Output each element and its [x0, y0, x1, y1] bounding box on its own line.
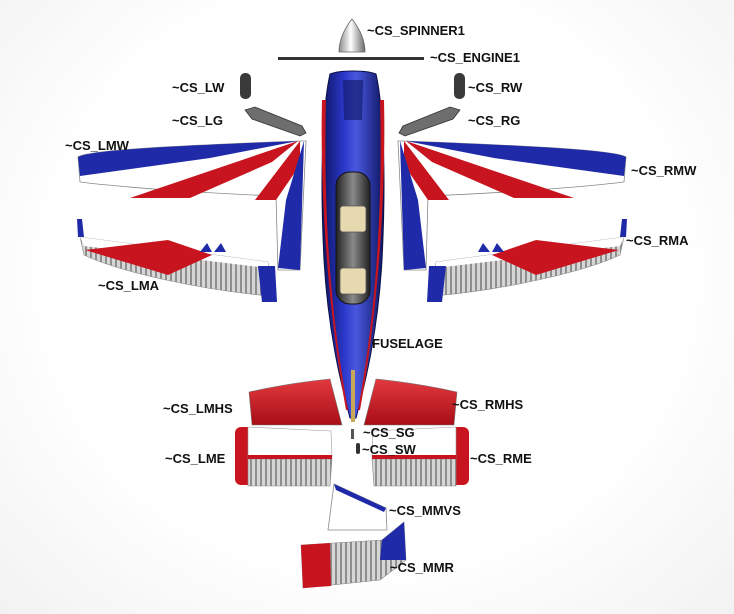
engine-label: ~CS_ENGINE1: [430, 50, 520, 65]
left-elevator-part: [235, 426, 333, 487]
left-horizontal-stabilizer-part: [248, 378, 343, 426]
right-main-wing-part: [397, 140, 627, 271]
right-wheel-label: ~CS_RW: [468, 80, 523, 95]
right-horizontal-stabilizer-part: [363, 378, 458, 426]
left-aileron-part: [77, 219, 277, 302]
right-aileron-label: ~CS_RMA: [626, 233, 689, 248]
rudder-part: [300, 521, 407, 589]
right-main-wing-label: ~CS_RMW: [631, 163, 697, 178]
vertical-stabilizer-part: [327, 483, 388, 531]
left-gear-label: ~CS_LG: [172, 113, 223, 128]
right-aileron-part: [427, 219, 627, 302]
fuselage-label: FUSELAGE: [372, 336, 443, 351]
right-wheel-part: [454, 73, 465, 99]
right-elevator-part: [371, 426, 469, 487]
fuselage-part: [321, 70, 385, 422]
left-elevator-label: ~CS_LME: [165, 451, 226, 466]
right-gear-part: [398, 106, 461, 137]
vertical-stabilizer-label: ~CS_MMVS: [389, 503, 461, 518]
right-elevator-label: ~CS_RME: [470, 451, 532, 466]
left-main-wing-part: [77, 140, 307, 271]
left-horizontal-stabilizer-label: ~CS_LMHS: [163, 401, 233, 416]
tail-gear-part: [351, 429, 354, 439]
right-gear-label: ~CS_RG: [468, 113, 521, 128]
spinner-part: [338, 18, 366, 53]
left-gear-part: [244, 106, 307, 137]
left-aileron-label: ~CS_LMA: [98, 278, 160, 293]
rudder-label: ~CS_MMR: [390, 560, 454, 575]
left-wheel-part: [240, 73, 251, 99]
spinner-label: ~CS_SPINNER1: [367, 23, 465, 38]
right-horizontal-stabilizer-label: ~CS_RMHS: [452, 397, 524, 412]
tail-wheel-label: ~CS_SW: [362, 442, 416, 457]
tail-gear-label: ~CS_SG: [363, 425, 415, 440]
tail-wheel-part: [356, 443, 360, 454]
engine-part: [278, 57, 424, 60]
left-main-wing-label: ~CS_LMW: [65, 138, 129, 153]
left-wheel-label: ~CS_LW: [172, 80, 225, 95]
